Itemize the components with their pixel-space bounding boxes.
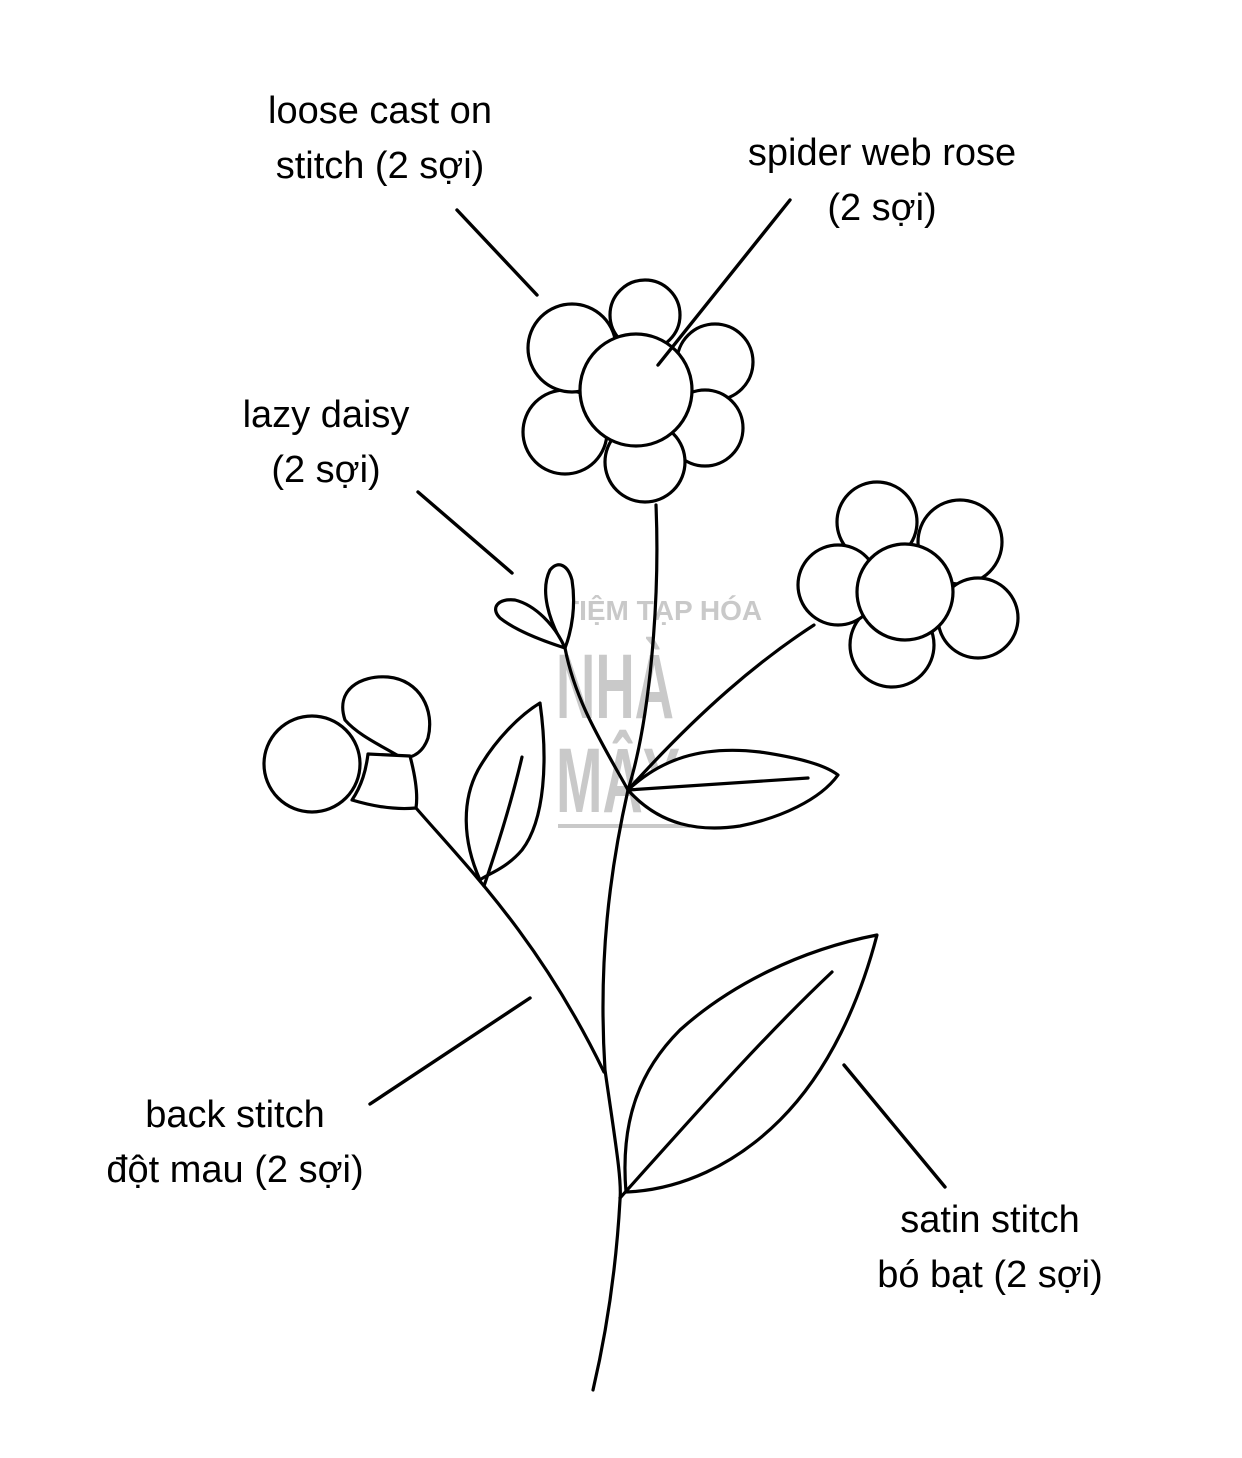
label-lazy-daisy-line1: lazy daisy	[242, 394, 410, 436]
big-leaf-vein	[618, 970, 834, 1200]
stems	[414, 503, 816, 1392]
label-spider-web-rose-line1: spider web rose	[747, 132, 1017, 174]
main-stem	[591, 503, 659, 1392]
right-leaf	[626, 748, 840, 830]
upper-left-leaf-vein	[482, 755, 524, 888]
right-leaf-vein	[626, 776, 810, 792]
label-spider-web-rose-line2: (2 sợi)	[827, 187, 937, 229]
left-bud-flower	[262, 675, 432, 814]
label-satin-stitch: satin stitch bó bạt (2 sợi)	[830, 1193, 1150, 1303]
label-back-stitch-line2: đột mau (2 sợi)	[106, 1149, 364, 1191]
label-loose-cast-on-line1: loose cast on	[268, 90, 492, 132]
left-bud-calyx	[350, 752, 419, 811]
leader-lazy-daisy	[416, 490, 514, 575]
top-flower-center	[578, 332, 694, 448]
watermark-top-line: TIỆM TẠP HÓA	[562, 595, 762, 626]
top-flower	[521, 278, 755, 504]
big-leaf	[623, 933, 879, 1194]
label-loose-cast-on-line2: stitch (2 sợi)	[275, 145, 485, 187]
label-loose-cast-on: loose cast on stitch (2 sợi)	[200, 84, 560, 194]
lazy-daisy-petals	[494, 563, 576, 650]
label-back-stitch-line1: back stitch	[145, 1094, 325, 1136]
upper-left-leaf	[464, 701, 546, 882]
daisy-stem	[563, 646, 630, 792]
left-bud-petal-left	[262, 714, 362, 814]
leader-satin-stitch	[842, 1063, 947, 1189]
leader-back-stitch	[368, 996, 532, 1106]
label-back-stitch: back stitch đột mau (2 sợi)	[70, 1088, 400, 1198]
leader-spider-web-rose	[656, 198, 792, 367]
label-lazy-daisy: lazy daisy (2 sợi)	[206, 388, 446, 498]
lazy-daisy-petal-up	[544, 563, 576, 650]
label-satin-stitch-line2: bó bạt (2 sợi)	[877, 1254, 1103, 1296]
leaves	[464, 701, 879, 1200]
right-branch-stem	[626, 623, 816, 792]
label-satin-stitch-line1: satin stitch	[900, 1199, 1080, 1241]
left-branch-stem	[414, 806, 606, 1074]
left-bud-petal-top	[341, 675, 432, 760]
leader-loose-cast-on	[455, 208, 539, 297]
right-flower	[796, 480, 1020, 689]
watermark-line1: NHÀ	[556, 636, 674, 738]
label-spider-web-rose: spider web rose (2 sợi)	[702, 126, 1062, 236]
right-flower-center	[855, 542, 955, 642]
leader-lines	[368, 198, 947, 1189]
label-lazy-daisy-line2: (2 sợi)	[271, 449, 381, 491]
lazy-daisy-petal-left	[494, 598, 567, 650]
